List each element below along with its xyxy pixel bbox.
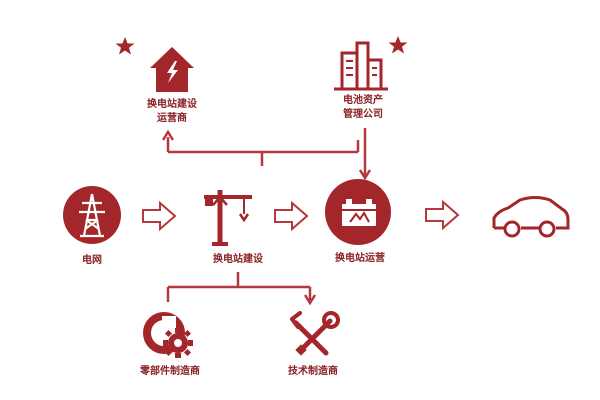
station-construction-label: 换电站建设 [213,254,263,265]
battery-operator-label: 换电站建设 运营商 [137,98,207,126]
grid-label: 电网 [82,255,102,266]
buildings-icon [334,41,388,91]
car-icon [492,196,570,238]
top-connector [161,128,372,181]
flow-arrow-1 [142,200,177,232]
star-icon-right [388,36,408,54]
battery-icon [325,179,391,245]
flow-arrow-3 [425,199,460,231]
asset-company-label: 电池资产 管理公司 [330,94,396,122]
battery-operator-label-line1: 换电站建设 [147,99,197,110]
gear-icon [143,312,193,358]
power-tower-icon [63,186,121,244]
parts-maker-label: 零部件制造商 [140,366,200,377]
battery-operator-label-line2: 运营商 [157,113,187,124]
star-icon-left [115,37,135,55]
asset-company-label-line2: 管理公司 [343,109,383,120]
house-lightning-icon [150,47,194,92]
station-operation-label: 换电站运营 [335,253,385,264]
wrench-screwdriver-icon [290,311,340,356]
asset-company-label-line1: 电池资产 [343,95,383,106]
tech-maker-label: 技术制造商 [288,366,338,377]
bottom-connector [166,272,317,306]
flow-arrow-2 [274,200,309,232]
crane-icon [204,190,252,246]
